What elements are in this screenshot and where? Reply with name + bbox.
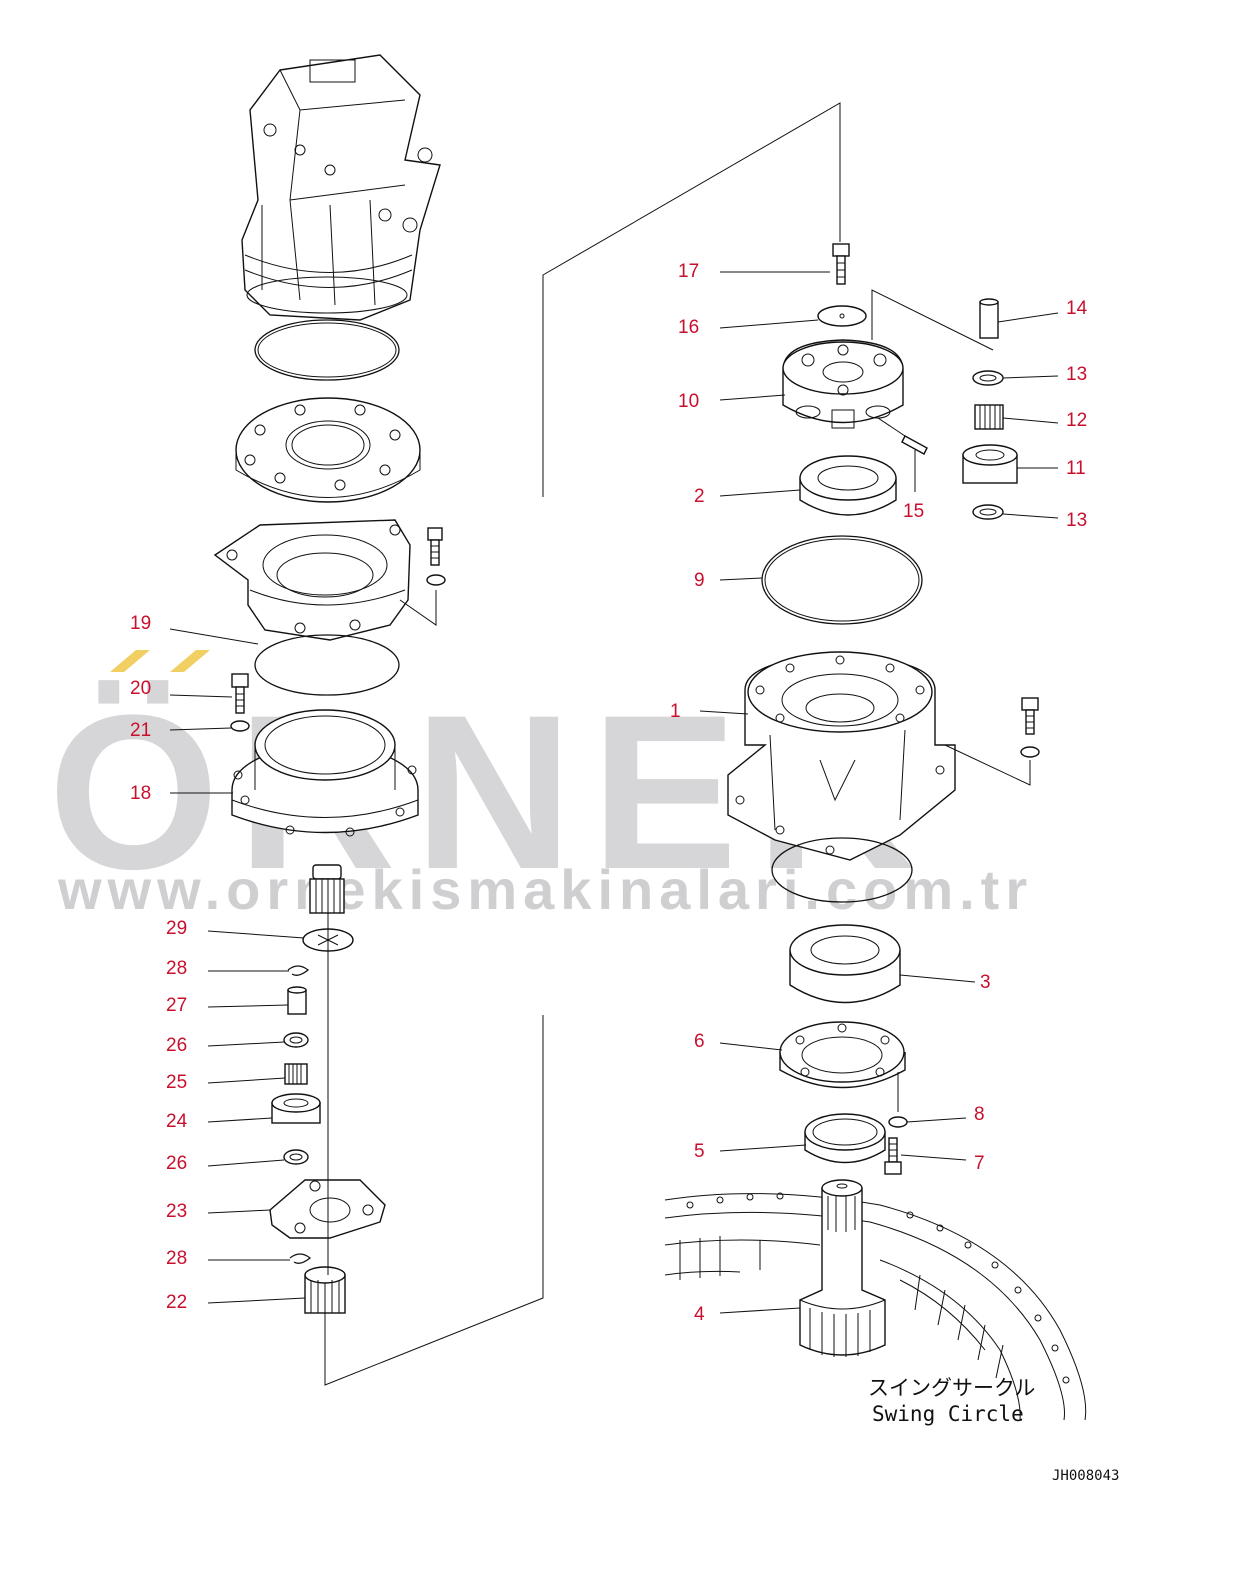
pin-14 xyxy=(979,298,999,339)
planet-gear-24 xyxy=(271,1093,321,1124)
plate-16 xyxy=(817,305,867,327)
pin-27 xyxy=(287,986,307,1015)
callout-24: 24 xyxy=(166,1111,188,1132)
leader-lines xyxy=(169,271,1059,1314)
callout-18: 18 xyxy=(130,783,152,804)
bolt-7 xyxy=(884,1137,902,1175)
ring-gear-housing-18 xyxy=(231,709,419,837)
collar-5 xyxy=(804,1113,886,1164)
washer-8 xyxy=(888,1116,908,1128)
callout-19: 19 xyxy=(130,613,152,634)
snap-ring-28a xyxy=(287,965,310,976)
callout-12: 12 xyxy=(1066,410,1088,431)
sun-gear-22 xyxy=(304,1266,346,1316)
bolt-17 xyxy=(832,243,850,285)
washer-13b xyxy=(972,504,1004,520)
bearing-2 xyxy=(799,455,897,516)
snap-ring-28b xyxy=(289,1253,312,1264)
planet-gear-11 xyxy=(962,444,1018,484)
bolt-20 xyxy=(231,673,249,714)
callout-13a: 13 xyxy=(1066,364,1088,385)
callout-9: 9 xyxy=(694,570,705,591)
callout-21: 21 xyxy=(130,720,152,741)
swing-motor xyxy=(241,54,441,321)
callout-4: 4 xyxy=(694,1304,705,1325)
washer-21 xyxy=(230,720,250,732)
swing-circle-label-en: Swing Circle xyxy=(872,1402,1024,1426)
carrier-10 xyxy=(782,339,904,429)
callout-7: 7 xyxy=(974,1153,985,1174)
callout-23: 23 xyxy=(166,1201,188,1222)
housing-bolt xyxy=(399,527,446,626)
callout-15: 15 xyxy=(903,501,925,522)
callout-13b: 13 xyxy=(1066,510,1088,531)
sun-gear xyxy=(309,864,345,914)
callout-14: 14 xyxy=(1066,298,1088,319)
callout-1: 1 xyxy=(670,701,681,722)
callout-22: 22 xyxy=(166,1292,188,1313)
o-ring-case xyxy=(771,837,913,903)
o-ring-motor xyxy=(254,319,400,381)
callout-28a: 28 xyxy=(166,958,188,979)
o-ring-19 xyxy=(254,634,400,696)
retainer-6 xyxy=(779,1021,906,1089)
needle-bearing-12 xyxy=(974,404,1004,430)
callout-17: 17 xyxy=(678,261,700,282)
callout-6: 6 xyxy=(694,1031,705,1052)
washer-26a xyxy=(283,1032,309,1048)
case-bolt xyxy=(944,697,1040,786)
callout-16: 16 xyxy=(678,317,700,338)
washer-13a xyxy=(972,370,1004,386)
callout-20: 20 xyxy=(130,678,152,699)
o-ring-9 xyxy=(761,535,923,625)
swing-circle xyxy=(664,1192,1087,1421)
upper-housing xyxy=(213,519,411,641)
bearing-3 xyxy=(789,924,901,1004)
callout-2: 2 xyxy=(694,486,705,507)
callout-11: 11 xyxy=(1066,458,1086,479)
ring-gear-plate xyxy=(235,397,421,503)
watermark-url: www.ornekismakinalari.com.tr xyxy=(58,858,1034,921)
callout-5: 5 xyxy=(694,1141,705,1162)
callout-29: 29 xyxy=(166,918,188,939)
callout-27: 27 xyxy=(166,995,188,1016)
pin-15 xyxy=(901,435,928,492)
needle-bearing-25 xyxy=(284,1063,308,1085)
washer-26b xyxy=(283,1149,309,1165)
callout-8: 8 xyxy=(974,1104,985,1125)
callout-26b: 26 xyxy=(166,1153,188,1174)
callout-3: 3 xyxy=(980,972,991,993)
callout-26a: 26 xyxy=(166,1035,188,1056)
swing-machinery-case-1 xyxy=(727,651,956,861)
pinion-shaft-4 xyxy=(799,1179,886,1357)
callout-25: 25 xyxy=(166,1072,188,1093)
callout-10: 10 xyxy=(678,391,700,412)
callout-28b: 28 xyxy=(166,1248,188,1269)
drawing-code: JH008043 xyxy=(1052,1468,1120,1484)
swing-circle-label-jp: スイングサークル xyxy=(868,1376,1036,1400)
